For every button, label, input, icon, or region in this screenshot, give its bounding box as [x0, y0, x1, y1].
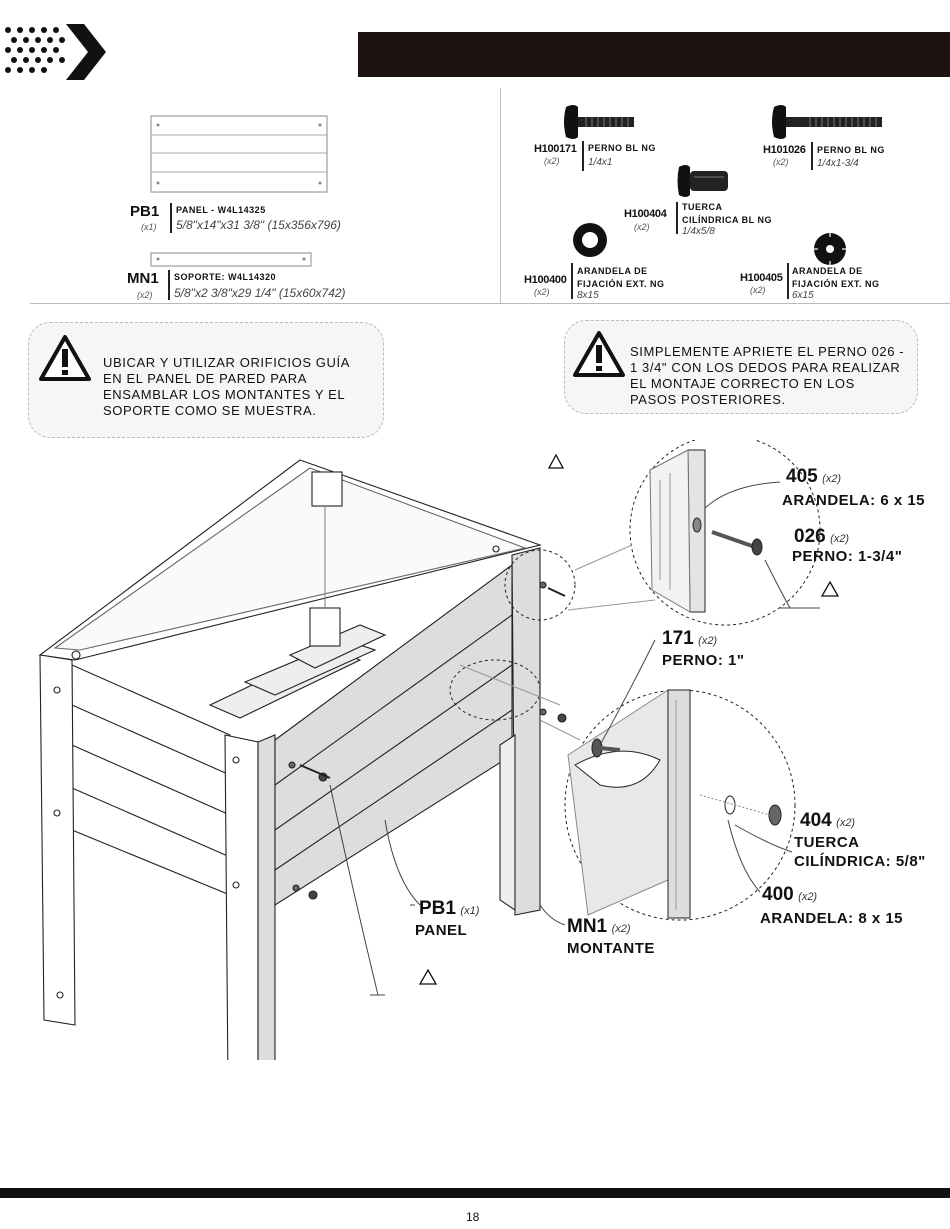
callout-mn1-qty: (x2) [611, 923, 631, 935]
h400-bar [571, 263, 573, 299]
h400-code: H100400 [524, 274, 567, 286]
h404-size: 1/4x5/8 [682, 226, 715, 237]
h404-bar [676, 202, 678, 234]
callout-405-label: ARANDELA: 6 x 15 [782, 492, 926, 509]
support-dims: 5/8"x2 3/8"x29 1/4" (15x60x742) [174, 286, 346, 300]
warning-left-line: UBICAR Y UTILIZAR ORIFICIOS GUÍA [103, 355, 350, 370]
support-label-bar [168, 270, 170, 300]
callout-405-qty: (x2) [822, 473, 842, 485]
panel-dims: 5/8"x14"x31 3/8" (15x356x796) [176, 218, 341, 232]
panel-part-drawing [150, 115, 328, 193]
warning-right-line: EL MONTAJE CORRECTO EN LOS [630, 376, 855, 391]
warning-triangle-icon [418, 453, 840, 985]
h404-code: H100404 [624, 208, 667, 220]
callout-171-num: 171 [662, 628, 694, 649]
callout-026-num: 026 [794, 526, 826, 547]
h026-bar [811, 142, 813, 170]
h171-code: H100171 [534, 143, 577, 155]
h405-name2: FIJACIÓN EXT. NG [792, 279, 880, 289]
header-bar [358, 32, 950, 77]
h171-size: 1/4x1 [588, 157, 613, 168]
h404-qty: (x2) [634, 222, 650, 232]
warning-left-text: UBICAR Y UTILIZAR ORIFICIOS GUÍA EN EL P… [103, 355, 350, 419]
warning-right-line: PASOS POSTERIORES. [630, 392, 786, 407]
warning-left-line: ENSAMBLAR LOS MONTANTES Y EL [103, 387, 346, 402]
callout-404-qty: (x2) [836, 817, 856, 829]
support-qty: (x2) [137, 290, 153, 300]
support-code: MN1 [127, 270, 159, 287]
h404-name1: TUERCA [682, 202, 723, 212]
callout-pb1: PB1 (x1) [419, 898, 479, 920]
h405-code: H100405 [740, 272, 783, 284]
callout-405-num: 405 [786, 466, 818, 487]
callout-026-label: PERNO: 1-3/4" [792, 548, 903, 565]
callout-mn1-num: MN1 [567, 916, 608, 937]
panel-label-bar [170, 203, 172, 233]
callout-pb1-num: PB1 [419, 898, 456, 919]
callout-404-label2: CILÍNDRICA: 5/8" [794, 853, 926, 870]
callout-400-num: 400 [762, 884, 794, 905]
panel-code: PB1 [130, 203, 160, 220]
brand-chevron-dots-logo [5, 24, 106, 80]
warning-left-line: SOPORTE COMO SE MUESTRA. [103, 403, 317, 418]
warning-triangle-icon [38, 334, 92, 382]
h400-name2: FIJACIÓN EXT. NG [577, 279, 665, 289]
barrel-nut-404-icon [676, 163, 730, 199]
callout-026-qty: (x2) [830, 533, 850, 545]
callout-171-label: PERNO: 1" [662, 652, 745, 669]
warning-right-line: SIMPLEMENTE APRIETE EL PERNO 026 - [630, 344, 905, 359]
assembly-illustration [0, 434, 950, 1091]
footer-bar [0, 1188, 950, 1198]
support-name: SOPORTE: W4L14320 [174, 272, 277, 282]
callout-404: 404 (x2) [800, 810, 855, 832]
h171-qty: (x2) [544, 156, 560, 166]
h171-name: PERNO BL NG [588, 143, 656, 153]
h405-qty: (x2) [750, 285, 766, 295]
callout-pb1-label: PANEL [415, 922, 468, 939]
vertical-divider [500, 88, 501, 303]
panel-name: PANEL - W4L14325 [176, 205, 266, 215]
bolt-026-icon [770, 103, 885, 141]
callout-mn1-label: MONTANTE [567, 940, 655, 957]
callout-404-label1: TUERCA [794, 834, 860, 851]
warning-right-text: SIMPLEMENTE APRIETE EL PERNO 026 - 1 3/4… [630, 344, 904, 408]
h026-code: H101026 [763, 144, 806, 156]
callout-400: 400 (x2) [762, 884, 817, 906]
h026-name: PERNO BL NG [817, 145, 885, 155]
callout-404-num: 404 [800, 810, 832, 831]
support-part-drawing [150, 252, 312, 267]
panel-qty: (x1) [141, 222, 157, 232]
horizontal-divider [30, 303, 950, 304]
callout-026: 026 (x2) [794, 526, 849, 548]
brand-logo [0, 18, 110, 88]
washer-400-icon [570, 220, 610, 260]
callout-405: 405 (x2) [786, 466, 841, 488]
h400-name1: ARANDELA DE [577, 266, 648, 276]
h405-name1: ARANDELA DE [792, 266, 863, 276]
h405-size: 6x15 [792, 290, 814, 301]
washer-405-icon [813, 232, 847, 266]
h400-size: 8x15 [577, 290, 599, 301]
callout-pb1-qty: (x1) [460, 905, 480, 917]
page-number: 18 [466, 1210, 480, 1224]
h405-bar [787, 263, 789, 299]
callout-171: 171 (x2) [662, 628, 717, 650]
warning-right-line: 1 3/4" CON LOS DEDOS PARA REALIZAR [630, 360, 901, 375]
h400-qty: (x2) [534, 287, 550, 297]
warning-box-right [564, 320, 918, 414]
callout-400-label: ARANDELA: 8 x 15 [760, 910, 904, 927]
h026-qty: (x2) [773, 157, 789, 167]
callout-mn1: MN1 (x2) [567, 916, 631, 938]
callout-171-qty: (x2) [698, 635, 718, 647]
warning-triangle-icon [572, 330, 626, 378]
callout-400-qty: (x2) [798, 891, 818, 903]
warning-left-line: EN EL PANEL DE PARED PARA [103, 371, 308, 386]
h026-size: 1/4x1-3/4 [817, 158, 859, 169]
bolt-171-icon [562, 103, 637, 141]
h171-bar [582, 141, 584, 171]
h404-name2: CILÍNDRICA BL NG [682, 215, 772, 225]
